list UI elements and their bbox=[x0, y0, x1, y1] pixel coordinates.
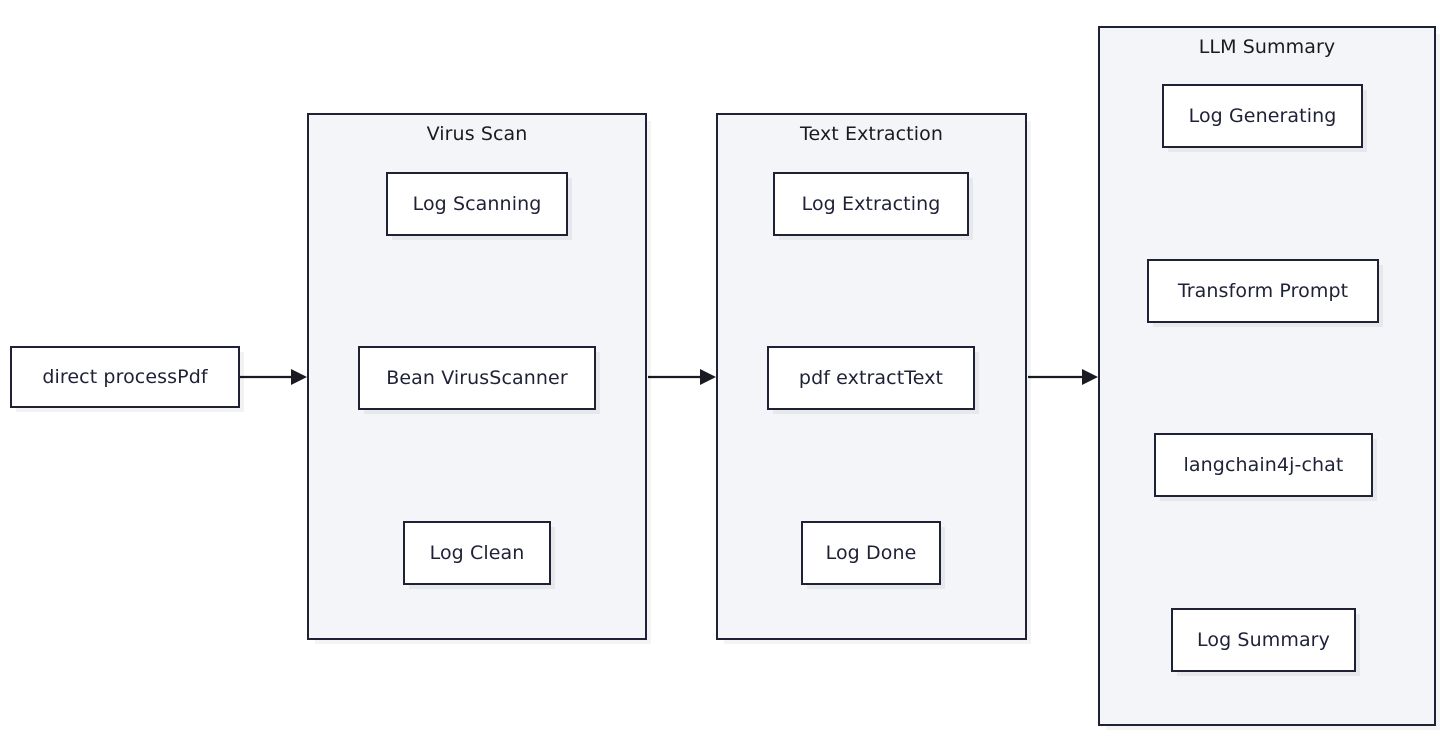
node-pdf-extracttext[interactable]: pdf extractText bbox=[767, 346, 975, 410]
edge-virus-scan-to-text-extraction bbox=[648, 369, 716, 385]
node-label: direct processPdf bbox=[42, 366, 208, 388]
node-label: Log Summary bbox=[1197, 629, 1330, 651]
node-label: Log Extracting bbox=[801, 193, 941, 215]
node-label: pdf extractText bbox=[798, 367, 944, 389]
node-label: langchain4j-chat bbox=[1183, 454, 1344, 476]
node-log-generating[interactable]: Log Generating bbox=[1162, 84, 1363, 148]
node-log-summary[interactable]: Log Summary bbox=[1171, 608, 1356, 672]
edge-entry-to-virus-scan bbox=[240, 369, 307, 385]
cluster-title-text-extraction: Text Extraction bbox=[800, 123, 943, 145]
cluster-title-virus-scan: Virus Scan bbox=[426, 123, 528, 145]
node-label: Log Generating bbox=[1188, 105, 1337, 127]
edge-text-extraction-to-llm-summary bbox=[1028, 369, 1098, 385]
node-label: Bean VirusScanner bbox=[386, 367, 568, 389]
node-langchain4j-chat[interactable]: langchain4j-chat bbox=[1154, 433, 1373, 497]
node-log-clean[interactable]: Log Clean bbox=[403, 521, 551, 585]
node-label: Transform Prompt bbox=[1177, 280, 1349, 302]
node-label: Log Clean bbox=[429, 542, 525, 564]
node-transform-prompt[interactable]: Transform Prompt bbox=[1147, 259, 1379, 323]
node-log-scanning[interactable]: Log Scanning bbox=[386, 172, 568, 236]
node-log-extracting[interactable]: Log Extracting bbox=[773, 172, 969, 236]
node-log-done[interactable]: Log Done bbox=[801, 521, 941, 585]
node-label: Log Scanning bbox=[412, 193, 542, 215]
cluster-title-llm-summary: LLM Summary bbox=[1198, 36, 1336, 58]
node-bean-virusscanner[interactable]: Bean VirusScanner bbox=[358, 346, 596, 410]
node-label: Log Done bbox=[825, 542, 917, 564]
node-direct-processpdf[interactable]: direct processPdf bbox=[10, 346, 240, 408]
